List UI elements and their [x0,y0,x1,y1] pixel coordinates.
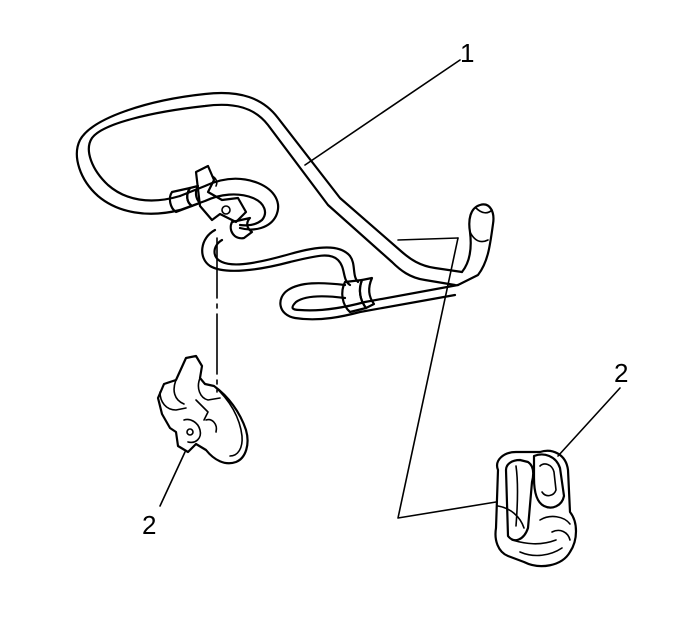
callout-label-clip-right: 2 [614,358,628,388]
fitting-nut [341,276,376,314]
left-fitting [168,184,202,214]
leader-lines [159,59,621,519]
callout-label-pipe: 1 [460,38,474,68]
left-pipe-clip [156,354,249,465]
brake-pipe-assembly [75,91,495,321]
callout-label-clip-left: 2 [142,510,156,540]
right-grommet-clip [494,449,578,568]
mounted-clip [194,164,254,240]
